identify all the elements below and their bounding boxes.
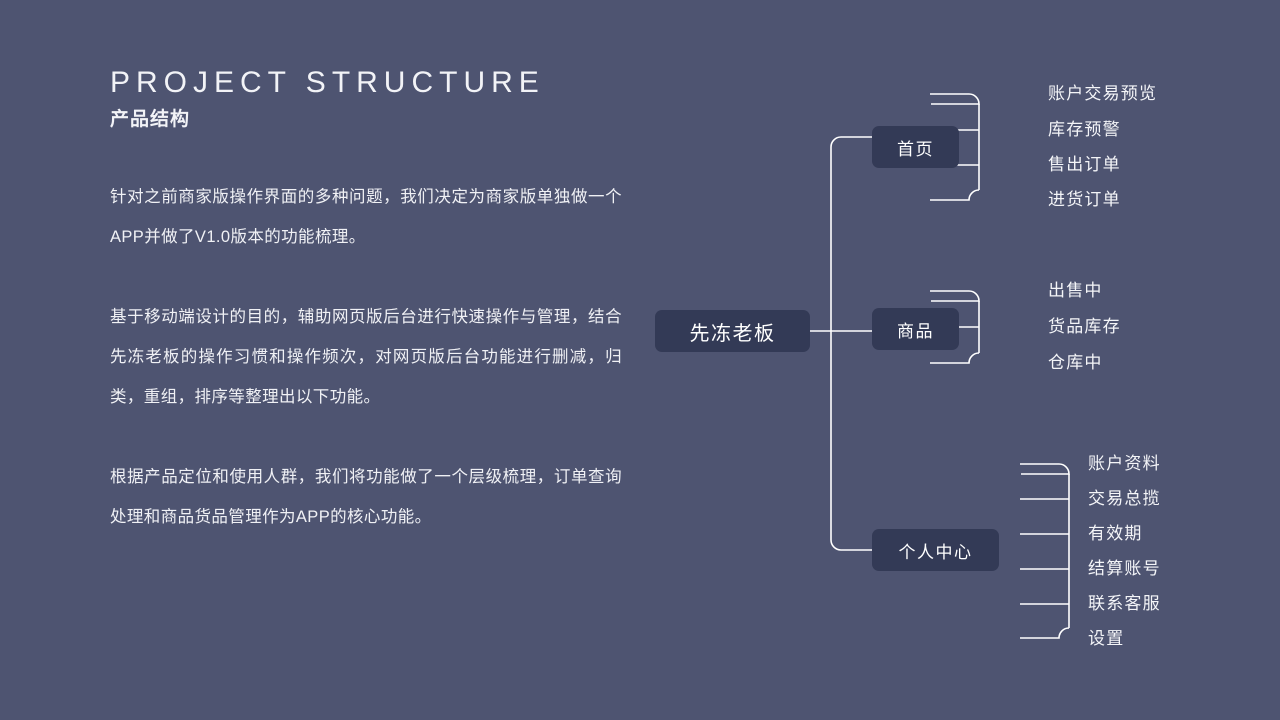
tree-node-branch-profile-label: 个人中心 [898, 542, 973, 562]
branch1-bottom-arm [930, 189, 980, 201]
tree-node-branch-profile[interactable]: 个人中心 [872, 529, 999, 571]
page-title-english: PROJECT STRUCTURE [110, 66, 545, 99]
tree-node-branch-products[interactable]: 商品 [872, 308, 959, 350]
tree-node-root[interactable]: 先冻老板 [655, 310, 810, 352]
tree-leaf-profile-3[interactable]: 结算账号 [1088, 559, 1161, 578]
branch1-top-arm [930, 93, 980, 105]
tree-node-root-label: 先冻老板 [689, 322, 776, 345]
tree-leaf-products-2[interactable]: 仓库中 [1048, 353, 1103, 372]
paragraph-1: 针对之前商家版操作界面的多种问题，我们决定为商家版单独做一个APP并做了V1.0… [110, 188, 622, 247]
branch2-bottom-arm [930, 352, 980, 364]
branch3-bottom-arm [1020, 627, 1070, 639]
branch3-top-arm [1020, 463, 1070, 475]
spine-top-arm [830, 136, 872, 148]
page-title-chinese: 产品结构 [110, 108, 191, 130]
tree-leaf-home-0[interactable]: 账户交易预览 [1048, 84, 1158, 103]
tree-leaf-profile-0[interactable]: 账户资料 [1088, 454, 1161, 473]
paragraph-2: 基于移动端设计的目的，辅助网页版后台进行快速操作与管理，结合先冻老板的操作习惯和… [110, 308, 622, 407]
paragraph-3: 根据产品定位和使用人群，我们将功能做了一个层级梳理，订单查询处理和商品货品管理作… [110, 468, 622, 527]
tree-leaf-home-3[interactable]: 进货订单 [1048, 190, 1121, 209]
tree-leaf-products-0[interactable]: 出售中 [1048, 281, 1103, 300]
tree-leaf-products-1[interactable]: 货品库存 [1048, 317, 1121, 336]
branch2-top-arm [930, 290, 980, 302]
tree-connector-lines [810, 93, 1070, 639]
spine-bottom-arm [830, 539, 872, 551]
tree-leaf-profile-5[interactable]: 设置 [1088, 629, 1125, 648]
tree-node-branch-home[interactable]: 首页 [872, 126, 959, 168]
text-column: PROJECT STRUCTURE 产品结构 针对之前商家版操作界面的多种问题，… [110, 66, 630, 537]
tree-leaf-profile-1[interactable]: 交易总揽 [1088, 489, 1161, 508]
tree-leaf-home-1[interactable]: 库存预警 [1048, 120, 1121, 139]
tree-leaf-home-2[interactable]: 售出订单 [1048, 155, 1121, 174]
tree-node-branch-products-label: 商品 [897, 321, 934, 341]
tree-leaf-profile-2[interactable]: 有效期 [1088, 524, 1143, 543]
structure-tree-diagram: 先冻老板 首页 商品 个人中心 账户交易预览 库存预警 售出订单 进货订单 出售… [640, 0, 1280, 720]
tree-node-branch-home-label: 首页 [897, 139, 934, 159]
tree-leaf-profile-4[interactable]: 联系客服 [1088, 594, 1161, 613]
description-paragraphs: 针对之前商家版操作界面的多种问题，我们决定为商家版单独做一个APP并做了V1.0… [110, 177, 630, 537]
